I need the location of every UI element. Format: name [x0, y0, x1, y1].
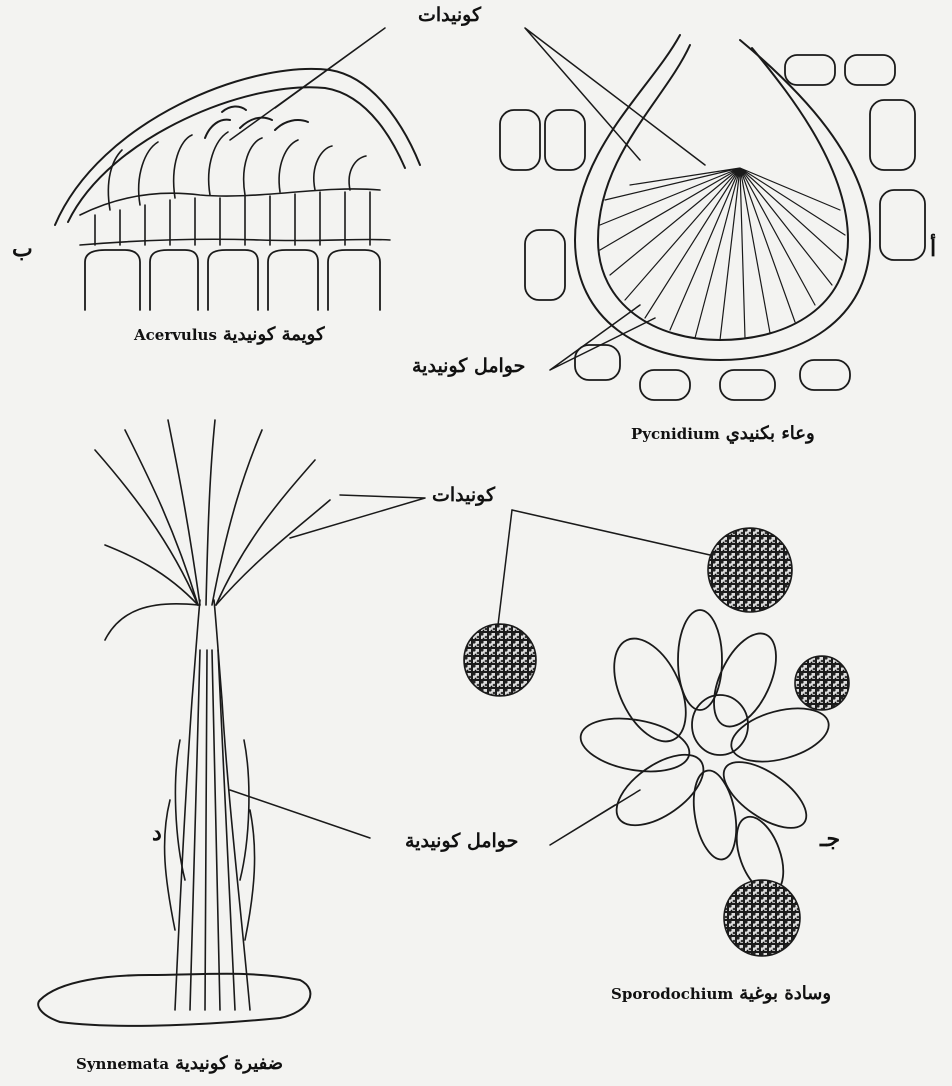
acervulus-drawing — [55, 69, 420, 310]
conidium-spore — [464, 624, 536, 696]
sporodochium-drawing — [576, 610, 834, 899]
panel-letter-pycnidium: أ — [930, 238, 936, 260]
panel-letter-sporodochium: جـ — [820, 828, 840, 850]
caption-pycnidium-arabic: وعاء بكنيدي — [726, 423, 815, 444]
synnemata-drawing — [38, 420, 330, 1026]
caption-synnemata-latin: Synnemata — [76, 1055, 169, 1073]
label-conidiophores-bottom: حوامل كونيدية — [405, 832, 518, 851]
pycnidium-drawing — [500, 35, 925, 400]
caption-sporodochium: Sporodochium وسادة بوغية — [605, 985, 831, 1003]
panel-letter-synnemata: د — [152, 822, 162, 844]
caption-pycnidium-latin: Pycnidium — [631, 425, 720, 443]
conidium-spore — [708, 528, 792, 612]
caption-synnemata: Synnemata ضفيرة كونيدية — [70, 1055, 283, 1073]
caption-acervulus: Acervulus كويمة كونيدية — [128, 326, 325, 344]
panel-letter-acervulus: ب — [12, 238, 33, 260]
synnemata-substrate — [38, 974, 310, 1026]
pycnidium-host-cells — [500, 55, 925, 400]
label-conidia-mid: كونيدات — [432, 486, 495, 505]
conidium-spore — [795, 656, 849, 710]
conidia-spores — [464, 528, 849, 956]
caption-acervulus-latin: Acervulus — [134, 326, 217, 344]
pycnidium-conidiophores — [600, 168, 845, 340]
host-epidermis-cells — [85, 250, 380, 310]
caption-synnemata-arabic: ضفيرة كونيدية — [175, 1053, 283, 1074]
sporodochium-conidiophore-cluster — [576, 610, 834, 899]
synnemata-stalk — [175, 600, 250, 1010]
pycnidium-wall-outer — [575, 35, 870, 360]
caption-acervulus-arabic: كويمة كونيدية — [223, 324, 325, 345]
caption-sporodochium-arabic: وسادة بوغية — [739, 983, 831, 1004]
acervulus-cell-layer — [80, 189, 390, 245]
synnemata-conidial-chains — [95, 420, 330, 640]
acervulus-cuticle-outer — [55, 69, 420, 225]
caption-pycnidium: Pycnidium وعاء بكنيدي — [625, 425, 815, 443]
acervulus-conidia — [205, 106, 308, 138]
conidium-spore — [724, 880, 800, 956]
caption-sporodochium-latin: Sporodochium — [611, 985, 733, 1003]
acervulus-conidiophores — [108, 132, 366, 210]
label-conidia-top: كونيدات — [418, 6, 481, 25]
label-conidiophores-top: حوامل كونيدية — [412, 357, 525, 376]
